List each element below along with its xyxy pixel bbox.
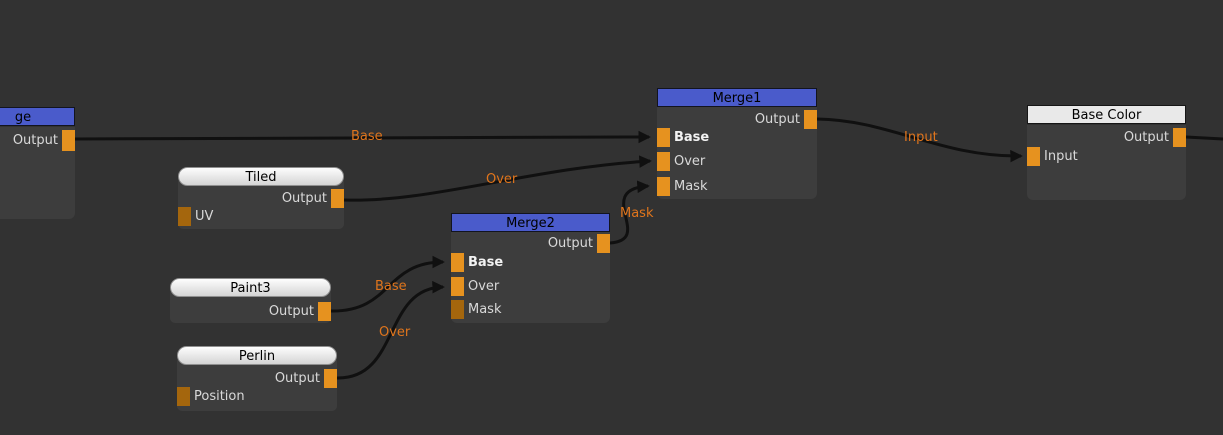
input-port-input[interactable] (1027, 147, 1040, 166)
node-cut-offscreen[interactable]: ge Output (0, 107, 75, 219)
node-perlin[interactable]: Perlin Output Position (177, 346, 337, 411)
port-label-base: Base (674, 130, 710, 145)
input-port-mask[interactable] (657, 177, 670, 196)
wire-merge2-to-merge1-mask[interactable] (609, 180, 650, 245)
wire-label-merge2-over: Over (379, 325, 411, 340)
output-port[interactable] (804, 110, 817, 129)
port-label-over: Over (468, 279, 500, 294)
output-port[interactable] (318, 302, 331, 321)
wire-label-basecolor-input: Input (904, 130, 938, 145)
node-body[interactable] (1027, 125, 1186, 200)
wire-tiled-to-merge1-over[interactable] (343, 155, 652, 202)
input-port-mask[interactable] (451, 300, 464, 319)
port-label-position: Position (194, 389, 245, 404)
wire-paint3-to-merge2-base[interactable] (330, 255, 445, 313)
wire-cut-to-merge1-base[interactable] (74, 130, 651, 144)
port-label-over: Over (674, 154, 706, 169)
node-header[interactable]: Perlin (177, 346, 337, 365)
port-label-output: Output (12, 133, 58, 148)
output-port[interactable] (331, 189, 344, 208)
wire-merge1-to-basecolor-input[interactable] (816, 117, 1023, 163)
wire-label-merge1-over: Over (486, 172, 518, 187)
node-header[interactable]: Base Color (1027, 105, 1186, 124)
node-header[interactable]: Paint3 (170, 278, 331, 297)
node-header[interactable]: Merge1 (657, 88, 817, 107)
input-port-uv[interactable] (178, 207, 191, 226)
port-label-output: Output (268, 304, 314, 319)
input-port-base[interactable] (657, 128, 670, 147)
node-header[interactable]: Tiled (178, 167, 344, 186)
wire-basecolor-output-offscreen[interactable] (1185, 135, 1223, 141)
port-label-uv: UV (195, 209, 214, 224)
node-base-color[interactable]: Base Color Output Input (1027, 105, 1186, 200)
input-port-base[interactable] (451, 253, 464, 272)
port-label-output: Output (1123, 130, 1169, 145)
output-port[interactable] (597, 234, 610, 253)
port-label-output: Output (754, 112, 800, 127)
port-label-output: Output (274, 371, 320, 386)
output-port[interactable] (324, 369, 337, 388)
wire-label-merge2-base: Base (375, 279, 407, 294)
node-body[interactable] (451, 232, 610, 323)
port-label-mask: Mask (468, 302, 502, 317)
output-port[interactable] (62, 130, 75, 151)
node-body[interactable] (657, 107, 817, 199)
port-label-output: Output (547, 236, 593, 251)
input-port-position[interactable] (177, 387, 190, 406)
node-tiled[interactable]: Tiled Output UV (178, 167, 344, 229)
output-port[interactable] (1173, 128, 1186, 147)
input-port-over[interactable] (657, 152, 670, 171)
input-port-over[interactable] (451, 277, 464, 296)
wire-perlin-to-merge2-over[interactable] (336, 280, 445, 380)
node-header[interactable]: Merge2 (451, 213, 610, 232)
port-label-input: Input (1044, 149, 1078, 164)
wire-label-merge1-mask: Mask (620, 206, 654, 221)
node-merge2[interactable]: Merge2 Output Base Over Mask (451, 213, 610, 323)
node-merge1[interactable]: Merge1 Output Base Over Mask (657, 88, 817, 199)
port-label-output: Output (281, 191, 327, 206)
wire-label-merge1-base: Base (351, 129, 383, 144)
port-label-mask: Mask (674, 179, 708, 194)
port-label-base: Base (468, 255, 504, 270)
node-body[interactable] (177, 356, 337, 411)
node-paint3[interactable]: Paint3 Output (170, 278, 331, 323)
node-header[interactable]: ge (0, 107, 75, 126)
